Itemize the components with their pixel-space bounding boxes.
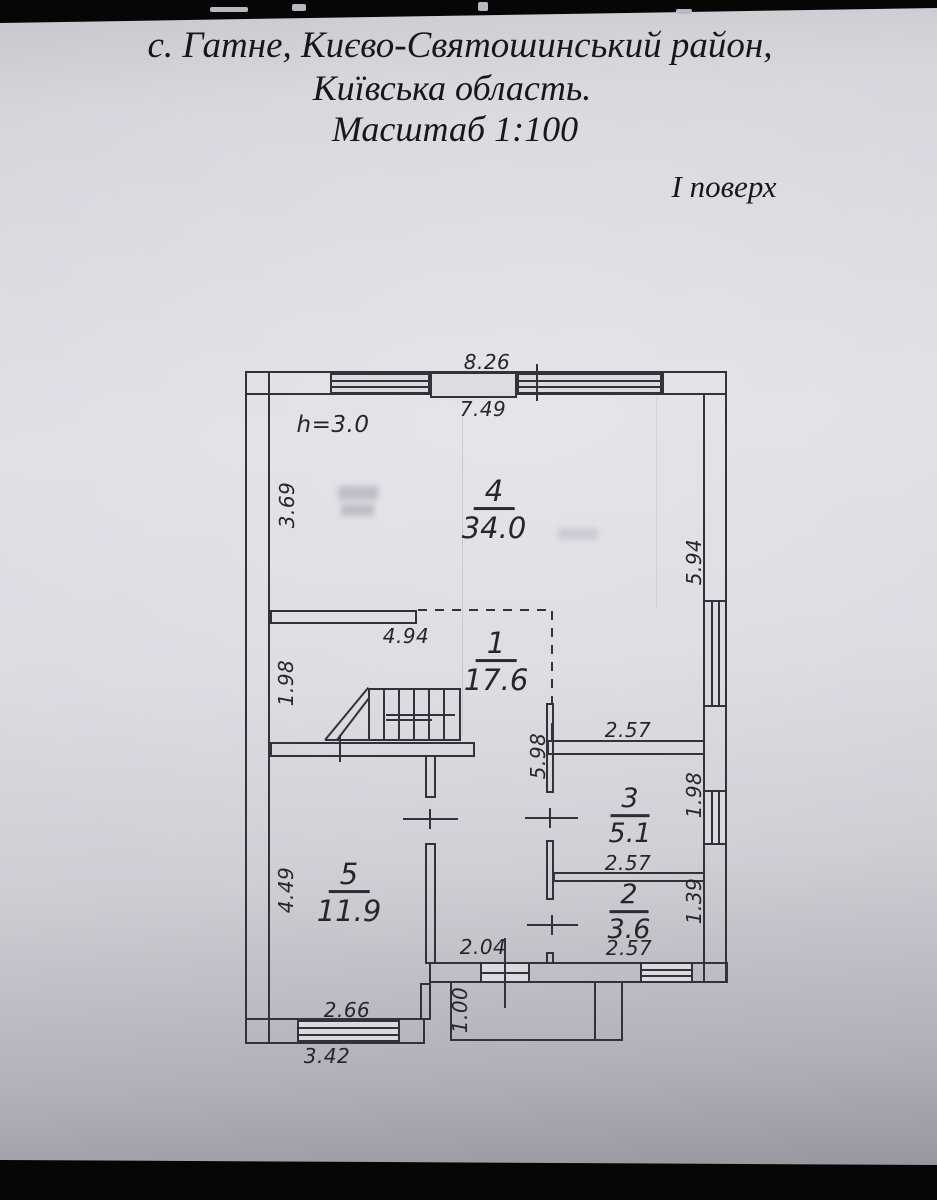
- room-2-area: 3.6: [607, 914, 651, 946]
- dim-room3-right: 1.98: [682, 771, 706, 819]
- room-5-area: 11.9: [316, 894, 382, 929]
- dimension-tick: [339, 735, 341, 762]
- dim-entry-width: 2.04: [459, 935, 507, 959]
- room-2-number: 2: [609, 880, 649, 914]
- dim-bottom-exterior: 3.42: [303, 1044, 351, 1068]
- document-title-line1: с. Гатне, Києво-Святошинський район,: [147, 25, 773, 66]
- interior-wall-room2-room3: [553, 872, 705, 882]
- door-room2-tick: [551, 915, 553, 935]
- room-5-number: 5: [328, 859, 370, 894]
- room-3-area: 5.1: [608, 818, 652, 850]
- dim-room3-top: 2.57: [604, 718, 652, 742]
- entry-door-top: [430, 372, 517, 398]
- stair-tread: [383, 688, 385, 741]
- hall-partition-upper: [546, 703, 554, 793]
- paper-crease: [656, 398, 657, 608]
- room-4-number: 4: [473, 476, 515, 511]
- room-label-1: 1 17.6: [464, 628, 529, 696]
- cropped-text-remnant: [292, 4, 306, 11]
- room-1-area: 17.6: [463, 663, 529, 698]
- room-label-5: 5 11.9: [317, 859, 382, 927]
- interior-wall-stair-top: [270, 610, 417, 624]
- room-4-area: 34.0: [461, 511, 527, 546]
- exterior-wall-bottom-left: [245, 1018, 425, 1044]
- door-room5-tick: [429, 809, 431, 829]
- hall-partition-middle: [546, 840, 554, 900]
- room-3-number: 3: [610, 784, 650, 818]
- dim-room2-bottom: 2.57: [605, 936, 653, 960]
- dim-stair-hall-left: 1.98: [274, 659, 298, 707]
- dimension-tick: [504, 938, 506, 1008]
- window-top-left: [330, 373, 430, 394]
- dim-porch-depth: 1.00: [448, 986, 472, 1034]
- room-label-2: 2 3.6: [607, 880, 651, 946]
- wall-corner-line: [662, 393, 705, 395]
- porch-wall-inner-line: [594, 983, 596, 1041]
- cropped-text-remnant: [478, 2, 488, 11]
- porch-bottom-line: [450, 1039, 623, 1041]
- staircase-end-line: [459, 688, 461, 741]
- cropped-text-remnant: [210, 7, 248, 12]
- window-right-room4: [703, 600, 727, 707]
- document-scale-label: Масштаб 1:100: [331, 109, 579, 149]
- dim-room5-window: 2.66: [323, 998, 371, 1022]
- window-bottom-room5: [297, 1020, 400, 1042]
- window-bottom-room2: [640, 962, 693, 983]
- cropped-text-remnant: [676, 9, 692, 14]
- dim-room2-right: 1.39: [682, 877, 706, 925]
- dim-stair-wall: 4.94: [382, 624, 430, 648]
- dim-room5-left: 4.49: [274, 866, 298, 914]
- room5-wall-lower: [425, 843, 436, 964]
- hall-partition-lower: [546, 952, 554, 964]
- stair-tread: [368, 688, 370, 741]
- interior-wall-room3-top: [547, 740, 705, 755]
- window-top-right: [517, 373, 662, 394]
- dim-top-interior: 7.49: [459, 397, 507, 421]
- dim-room4-left: 3.69: [275, 481, 299, 529]
- room-label-4: 4 34.0: [462, 476, 527, 544]
- exterior-wall-left: [245, 371, 270, 1044]
- porch-left-line: [450, 983, 452, 1041]
- ink-bleed-spot: [338, 486, 378, 500]
- stair-winder-line: [324, 686, 370, 741]
- exterior-wall-bottom-right: [429, 962, 728, 983]
- room-boundary-dashed-vertical: [551, 611, 553, 703]
- interior-wall-under-stairs: [270, 742, 475, 757]
- document-title-line2: Київська область.: [312, 68, 592, 108]
- room-boundary-dashed-horizontal: [418, 609, 552, 611]
- dimension-tick: [536, 364, 538, 401]
- door-room3-tick: [549, 808, 551, 828]
- room5-wall-upper: [425, 755, 436, 798]
- porch-wall-outer-line: [621, 983, 623, 1041]
- dimension-tick: [551, 723, 553, 740]
- dim-top-exterior: 8.26: [463, 350, 511, 374]
- paper-crease: [462, 415, 463, 735]
- ink-bleed-spot: [341, 504, 374, 516]
- room-1-number: 1: [475, 628, 517, 663]
- floor-label: І поверх: [671, 169, 777, 204]
- room-label-3: 3 5.1: [608, 784, 652, 850]
- stair-direction-arrow: [386, 714, 455, 716]
- window-right-room3: [703, 790, 727, 845]
- stair-direction-arrow: [386, 719, 432, 721]
- staircase-bottom-line: [325, 739, 461, 741]
- dim-room3-bottom: 2.57: [604, 851, 652, 875]
- ink-bleed-spot: [558, 528, 598, 540]
- dim-hall-wall: 5.98: [526, 732, 550, 780]
- exterior-wall-step: [420, 983, 431, 1020]
- wall-corner-line: [662, 373, 664, 395]
- ceiling-height-label: h=3.0: [296, 412, 370, 438]
- door-room3-line: [525, 817, 578, 819]
- dim-room4-right: 5.94: [682, 538, 706, 586]
